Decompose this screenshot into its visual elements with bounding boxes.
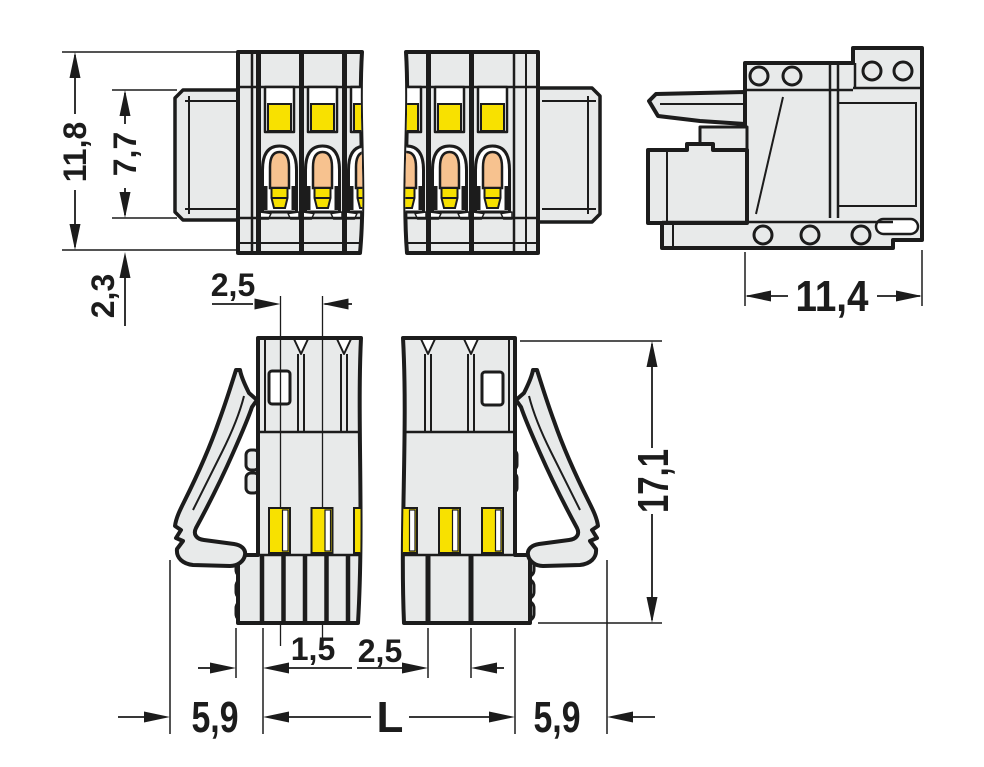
bottom-view: 2,5 17,1 1,5 — [118, 267, 678, 742]
bottom-right-detail — [402, 338, 530, 621]
dim-label-lower-offset: 2,3 — [85, 274, 121, 318]
locking-lever-right — [514, 368, 600, 568]
dim-label-overall-height-levers: 17,1 — [629, 449, 678, 513]
dim-label-overall-width: 11,4 — [796, 272, 869, 321]
bottom-view-dimensions: 2,5 17,1 1,5 — [118, 267, 678, 742]
dim-label-pitch-bottom: 2,5 — [358, 633, 402, 669]
front-view: 11,8 7,7 2,3 — [57, 50, 602, 326]
dim-label-lever-right: 5,9 — [534, 693, 581, 742]
dim-label-total-length: L — [377, 693, 404, 742]
front-left-poles — [238, 52, 363, 253]
front-view-dimensions: 11,8 7,7 2,3 — [57, 51, 240, 326]
locking-lever-left — [173, 368, 259, 568]
front-right-collar — [536, 86, 602, 224]
dim-label-lever-left: 5,9 — [192, 693, 239, 742]
dim-label-socket-depth: 7,7 — [107, 132, 143, 176]
bottom-housing-right-section — [400, 336, 532, 625]
side-view: 11,4 — [646, 46, 924, 321]
side-view-dimensions: 11,4 — [744, 250, 923, 321]
bottom-left-detail — [238, 338, 361, 621]
dim-label-overall-height: 11,8 — [57, 122, 93, 183]
side-cc-finger — [647, 90, 747, 126]
front-right-poles — [405, 52, 538, 253]
bottom-housing-left-section — [236, 336, 363, 625]
dim-label-edge-offset: 1,5 — [291, 631, 335, 667]
dim-label-pitch-top: 2,5 — [211, 267, 255, 303]
side-lower-block — [646, 142, 749, 225]
front-left-collar — [173, 88, 240, 222]
